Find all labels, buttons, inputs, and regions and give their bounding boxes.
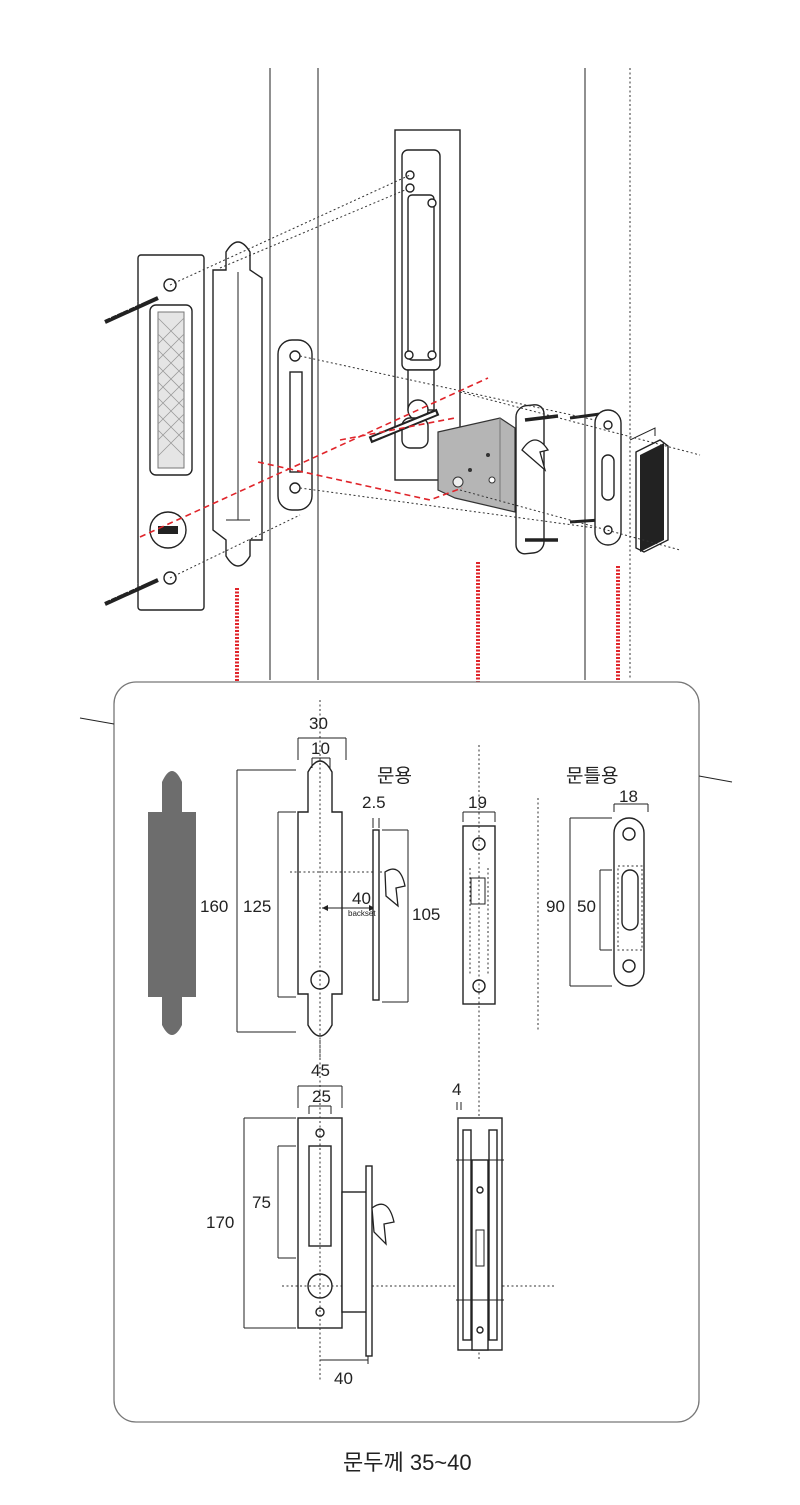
dim-backset: 40 — [352, 889, 371, 908]
latch-plate — [277, 339, 313, 511]
dim-strike-opening: 50 — [577, 897, 596, 916]
dim-side-thickness: 4 — [452, 1080, 461, 1099]
dim-faceplate-width: 19 — [468, 793, 487, 812]
screw-icon — [104, 578, 159, 606]
dim-latch-height: 105 — [412, 905, 440, 924]
strike-plate-front — [613, 817, 645, 987]
exploded-assembly — [104, 68, 701, 750]
dim-handle-height: 160 — [200, 897, 228, 916]
dim-body-width: 45 — [311, 1061, 330, 1080]
handle-plate-outline — [290, 700, 400, 1060]
cylinder-insert — [148, 771, 196, 1035]
lock-body-side — [456, 1117, 504, 1351]
dim-strike-height: 90 — [546, 897, 565, 916]
dim-body-opening: 75 — [252, 1193, 271, 1212]
dim-body-backset: 40 — [334, 1369, 353, 1388]
dim-handle-width: 30 — [309, 714, 328, 733]
screw-icon — [104, 296, 159, 324]
label-door-use: 문용 — [377, 766, 412, 787]
handle-cup-insert — [212, 241, 263, 567]
dim-screw-pitch: 125 — [243, 897, 271, 916]
lock-case — [437, 417, 516, 513]
lock-body-latch — [341, 1165, 395, 1357]
pull-handle-plate — [137, 254, 205, 611]
dim-handle-inner: 10 — [311, 739, 330, 758]
face-plate-front — [462, 745, 496, 1360]
strike-box — [629, 427, 669, 553]
lock-body-front — [282, 1040, 555, 1380]
latch-plate-side — [372, 829, 406, 1001]
latch-face-plate — [515, 404, 550, 555]
mortise-faceplate — [394, 129, 461, 481]
dim-body-inner: 25 — [312, 1087, 331, 1106]
dim-strike-width: 18 — [619, 787, 638, 806]
strike-plate — [594, 409, 622, 546]
label-frame-use: 문틀용 — [566, 766, 618, 787]
dimension-panel: 30 10 160 125 40 backset 2.5 105 문용 — [79, 681, 733, 1423]
spindle — [368, 408, 440, 444]
dim-body-height: 170 — [206, 1213, 234, 1232]
backset-label: backset — [348, 909, 376, 918]
caption-door-thickness: 문두께 35~40 — [343, 1450, 472, 1475]
dim-plate-thickness: 2.5 — [362, 793, 386, 812]
